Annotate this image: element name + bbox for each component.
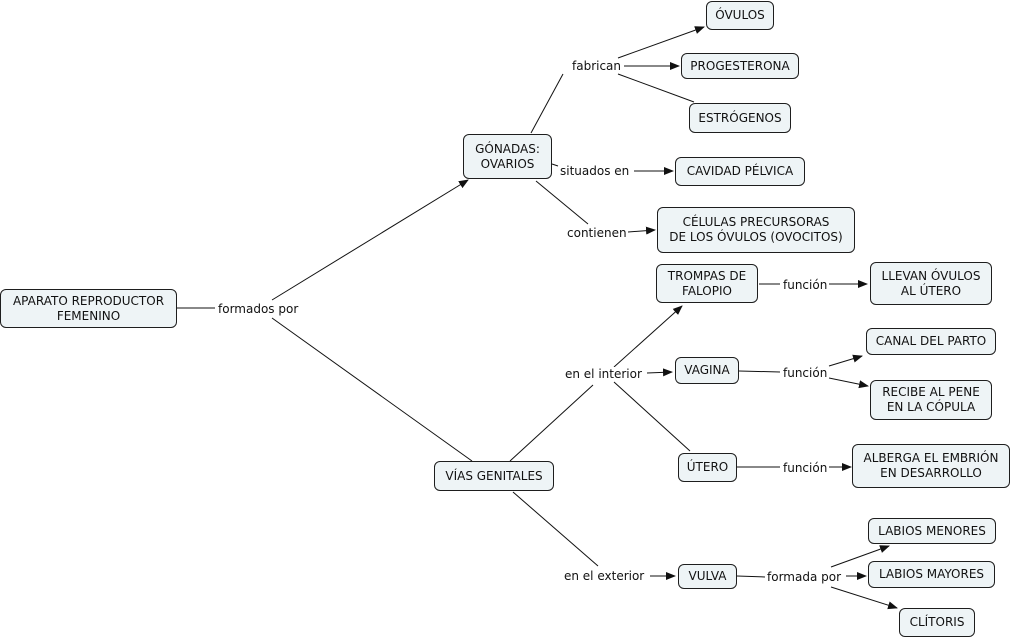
node-ovulos[interactable]: ÓVULOS xyxy=(706,1,774,30)
connector xyxy=(271,179,469,301)
node-alberga-el-embrion[interactable]: ALBERGA EL EMBRIÓN EN DESARROLLO xyxy=(852,444,1010,488)
link-en-el-interior: en el interior xyxy=(564,367,643,381)
node-clitoris[interactable]: CLÍTORIS xyxy=(899,608,975,637)
node-aparato-reproductor[interactable]: APARATO REPRODUCTOR FEMENINO xyxy=(0,289,177,328)
connector xyxy=(828,354,863,367)
connector xyxy=(535,180,589,225)
connector xyxy=(613,305,683,368)
link-en-el-exterior: en el exterior xyxy=(563,569,646,583)
connector xyxy=(828,377,869,389)
connector xyxy=(736,575,766,578)
link-formados-por: formados por xyxy=(217,302,300,316)
node-recibe-al-pene[interactable]: RECIBE AL PENE EN LA CÓPULA xyxy=(870,380,992,420)
link-fabrican: fabrican xyxy=(571,59,623,73)
link-formada-por: formada por xyxy=(766,570,843,584)
node-estrogenos[interactable]: ESTRÓGENOS xyxy=(689,103,791,133)
node-labios-menores[interactable]: LABIOS MENORES xyxy=(868,518,996,544)
connector xyxy=(530,73,564,134)
connector xyxy=(830,545,890,568)
node-labios-mayores[interactable]: LABIOS MAYORES xyxy=(868,561,995,588)
node-trompas-de-falopio[interactable]: TROMPAS DE FALOPIO xyxy=(656,264,758,303)
node-llevan-ovulos[interactable]: LLEVAN ÓVULOS AL ÚTERO xyxy=(870,262,992,305)
connector xyxy=(738,370,781,373)
connector xyxy=(271,317,473,462)
link-funcion-utero: función xyxy=(782,461,829,475)
connector xyxy=(613,381,691,452)
link-funcion-trompas: función xyxy=(782,278,829,292)
connector xyxy=(617,73,695,103)
connector xyxy=(627,226,656,235)
connector xyxy=(646,368,673,377)
node-utero[interactable]: ÚTERO xyxy=(678,453,737,482)
node-celulas-precursoras[interactable]: CÉLULAS PRECURSORAS DE LOS ÓVULOS (OVOCI… xyxy=(657,207,855,253)
link-situados-en: situados en xyxy=(559,164,631,178)
node-cavidad-pelvica[interactable]: CAVIDAD PÉLVICA xyxy=(675,157,805,186)
connector xyxy=(509,384,594,462)
link-contienen: contienen xyxy=(566,226,628,240)
node-canal-del-parto[interactable]: CANAL DEL PARTO xyxy=(866,328,996,355)
connector xyxy=(830,586,898,610)
node-gonadas-ovarios[interactable]: GÓNADAS: OVARIOS xyxy=(463,134,552,179)
node-vias-genitales[interactable]: VÍAS GENITALES xyxy=(434,461,554,491)
connector xyxy=(512,491,599,567)
link-funcion-vagina: función xyxy=(782,366,829,380)
node-vagina[interactable]: VAGINA xyxy=(675,357,739,384)
node-vulva[interactable]: VULVA xyxy=(678,564,737,589)
node-progesterona[interactable]: PROGESTERONA xyxy=(681,53,799,79)
connector xyxy=(551,163,559,167)
connector xyxy=(617,26,705,59)
